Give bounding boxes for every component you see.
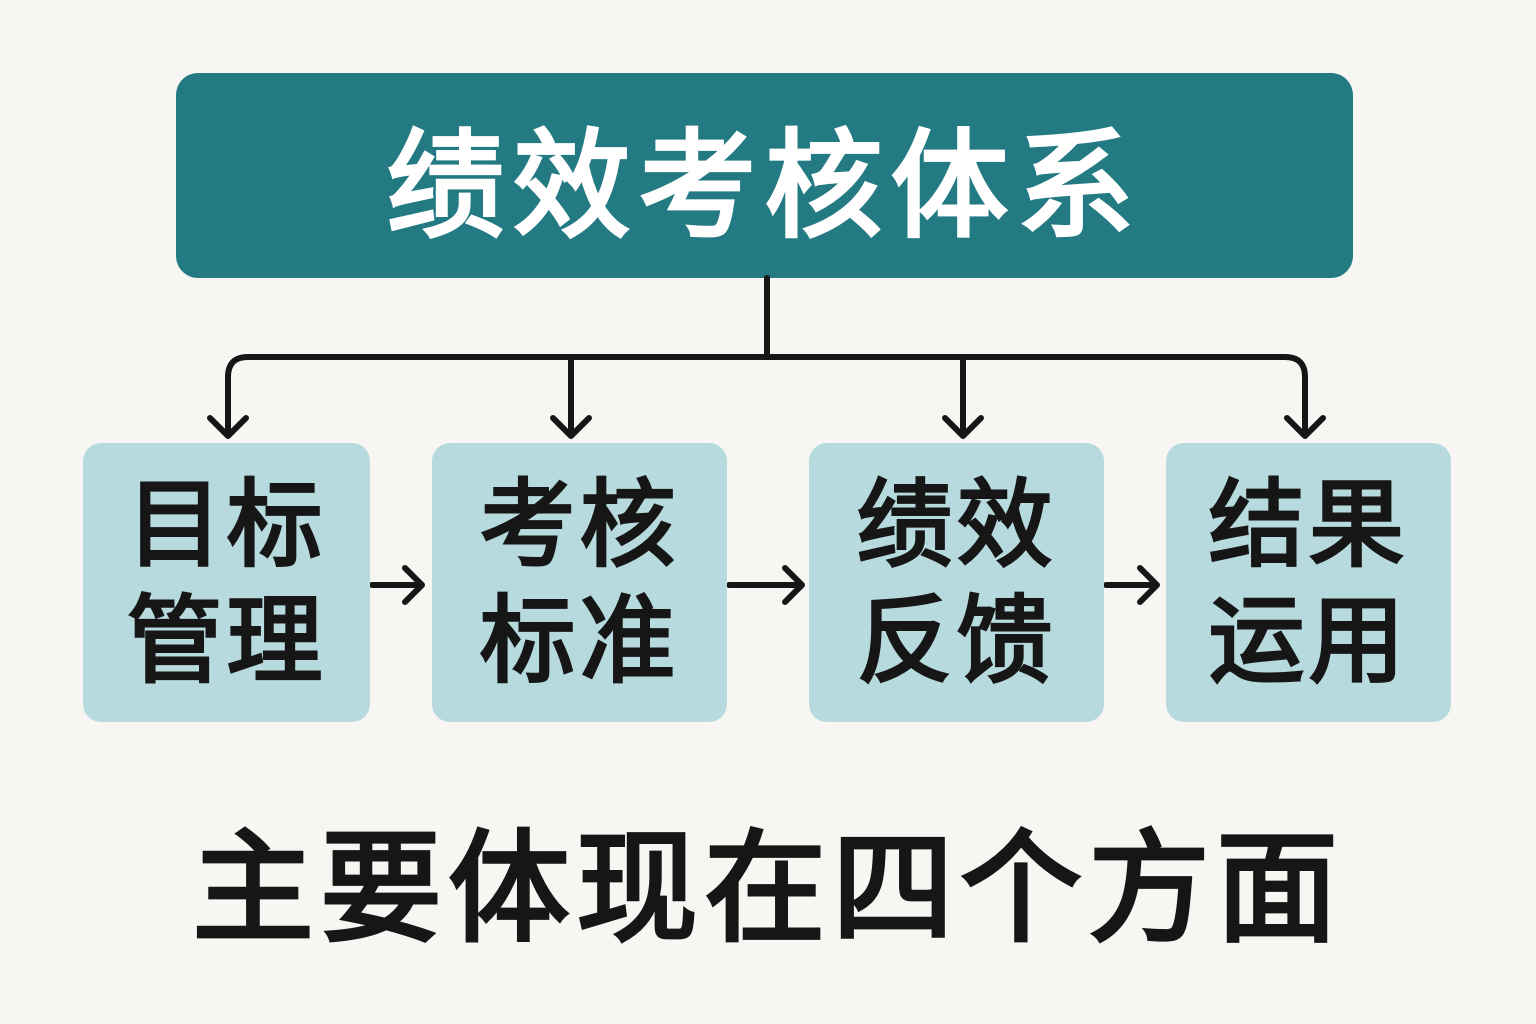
step-box-performance-feedback: 绩效反馈 (809, 443, 1104, 722)
flow-arrow-1 (369, 565, 425, 605)
flow-arrow-3 (1103, 565, 1160, 605)
step-label: 结果运用 (1208, 468, 1409, 697)
branch-line (225, 354, 1308, 435)
step-label: 考核标准 (479, 468, 680, 697)
arrowhead-1 (207, 415, 249, 439)
step-label: 目标管理 (126, 468, 327, 697)
arrowhead-3 (942, 415, 984, 439)
title-box: 绩效考核体系 (176, 73, 1353, 278)
title-text: 绩效考核体系 (386, 117, 1143, 255)
step-box-result-application: 结果运用 (1166, 443, 1451, 722)
step-label: 绩效反馈 (856, 468, 1057, 697)
caption: 主要体现在四个方面 (192, 818, 1344, 960)
step-box-goal-management: 目标管理 (83, 443, 370, 722)
flow-arrow-2 (726, 565, 805, 605)
step-box-assessment-standard: 考核标准 (432, 443, 727, 722)
arrowhead-4 (1284, 415, 1326, 439)
arrowhead-2 (550, 415, 592, 439)
